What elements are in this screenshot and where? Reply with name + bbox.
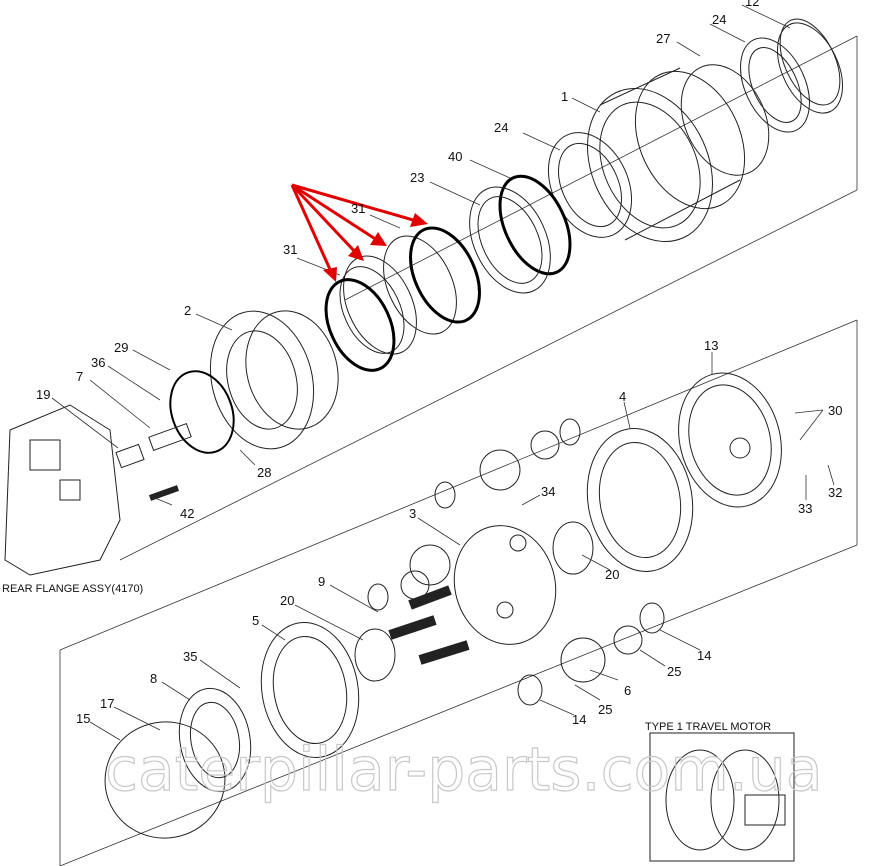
label-23: 23 [410,170,424,185]
label-1: 1 [561,89,568,104]
label-25-right: 25 [667,664,681,679]
label-5: 5 [252,613,259,628]
bearing-part-24-lower [547,132,633,238]
bearing-part-24-upper [740,22,843,133]
leader-lines [51,4,835,741]
label-24-lower: 24 [494,120,508,135]
label-25-left: 25 [598,702,612,717]
label-3: 3 [409,506,416,521]
label-7: 7 [76,369,83,384]
part-23 [469,186,551,294]
highlight-arrows [290,183,428,282]
type1-caption: TYPE 1 TRAVEL MOTOR [645,721,771,733]
cover-part-13 [678,372,782,508]
frame-lines [59,35,858,866]
label-40: 40 [448,149,462,164]
ring-gear-part-4 [586,428,694,572]
label-19: 19 [36,387,50,402]
ring-gear-part-5 [260,622,360,758]
label-4: 4 [619,389,626,404]
seal-part-12 [779,18,841,106]
seal-group-part-31 [324,226,481,372]
carrier-part-3 [453,525,557,645]
label-2: 2 [184,303,191,318]
label-15: 15 [76,711,90,726]
label-29: 29 [114,340,128,355]
part-labels: 12 24 27 1 24 40 23 31 31 2 29 36 7 19 2… [36,0,842,727]
small-parts [354,418,665,706]
label-35: 35 [183,649,197,664]
label-9: 9 [318,574,325,589]
label-17: 17 [100,696,114,711]
label-33: 33 [798,501,812,516]
label-31-lower: 31 [283,242,297,257]
part-15 [104,721,226,839]
label-28: 28 [257,465,271,480]
label-36: 36 [91,355,105,370]
label-24-upper: 24 [712,12,726,27]
label-20-right: 20 [605,567,619,582]
label-31-upper: 31 [351,201,365,216]
ring-part-40 [498,174,572,276]
label-13: 13 [704,338,718,353]
seal-part-29 [169,370,235,454]
label-30: 30 [828,403,842,418]
label-14-right: 14 [697,648,711,663]
label-6: 6 [624,683,631,698]
pin-part-42 [148,485,180,501]
rear-flange-caption: REAR FLANGE ASSY(4170) [2,583,143,595]
label-20-left: 20 [280,593,294,608]
label-32: 32 [828,485,842,500]
label-42: 42 [180,506,194,521]
part-19 [115,443,145,469]
label-14-left: 14 [572,712,586,727]
rear-flange-assy [4,404,121,576]
watermark-text: caterpillar-parts.com.ua [105,735,823,805]
label-34: 34 [541,484,555,499]
type1-travel-motor-inset [649,732,795,862]
label-8: 8 [150,671,157,686]
label-12: 12 [745,0,759,9]
label-27: 27 [656,31,670,46]
flange-part-2 [209,310,339,450]
housing-part-1 [587,64,770,243]
shaft-part-7 [148,422,192,452]
